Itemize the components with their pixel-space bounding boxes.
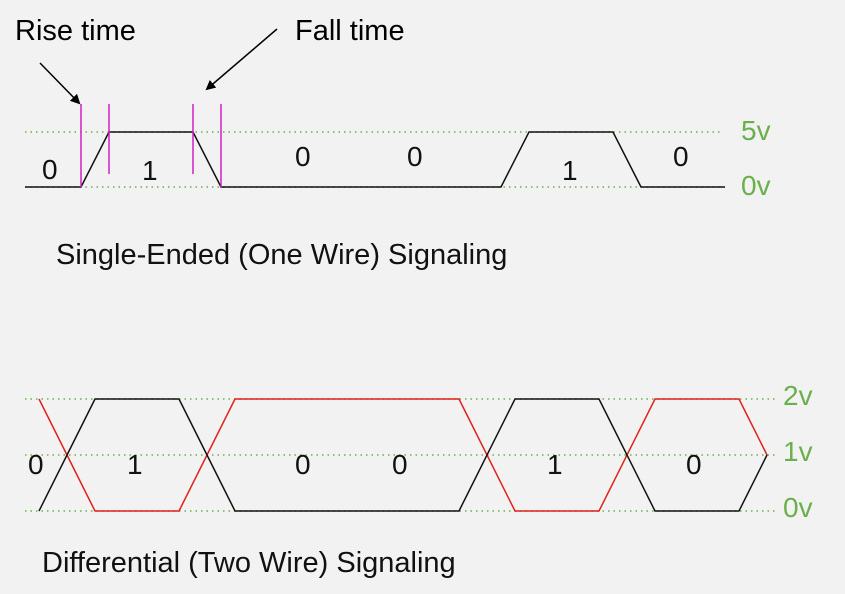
level-label-5v: 5v <box>741 115 771 146</box>
level-label-0v-differential: 0v <box>783 492 813 523</box>
rise-time-label: Rise time <box>15 15 136 47</box>
single-ended-bit-3: 0 <box>295 141 311 172</box>
single-ended-bit-2: 1 <box>142 155 158 186</box>
single-ended-caption: Single-Ended (One Wire) Signaling <box>56 239 507 271</box>
differential-bit-5: 1 <box>547 449 563 480</box>
single-ended-bit-6: 0 <box>673 141 689 172</box>
differential-bit-2: 1 <box>127 449 143 480</box>
differential-true-signal <box>38 398 768 512</box>
single-ended-bit-4: 0 <box>407 141 423 172</box>
level-label-2v: 2v <box>783 380 813 411</box>
single-ended-signal <box>25 131 725 188</box>
rise-time-arrow <box>39 62 81 105</box>
differential-bit-6: 0 <box>686 449 702 480</box>
single-ended-bit-1: 0 <box>42 154 58 185</box>
single-ended-bit-5: 1 <box>562 155 578 186</box>
differential-diagram: 0 1 0 0 1 0 2v 1v 0v Differential (Two W… <box>25 380 813 579</box>
fall-time-label: Fall time <box>295 15 405 47</box>
differential-bit-4: 0 <box>392 449 408 480</box>
single-ended-diagram: Rise time Fall time 0 1 0 0 1 0 5v 0v Si… <box>15 15 771 271</box>
differential-caption: Differential (Two Wire) Signaling <box>42 547 456 579</box>
differential-bit-3: 0 <box>295 449 311 480</box>
level-label-0v: 0v <box>741 170 771 201</box>
level-label-1v: 1v <box>783 436 813 467</box>
differential-bit-1: 0 <box>28 449 44 480</box>
fall-time-arrow <box>205 28 278 91</box>
